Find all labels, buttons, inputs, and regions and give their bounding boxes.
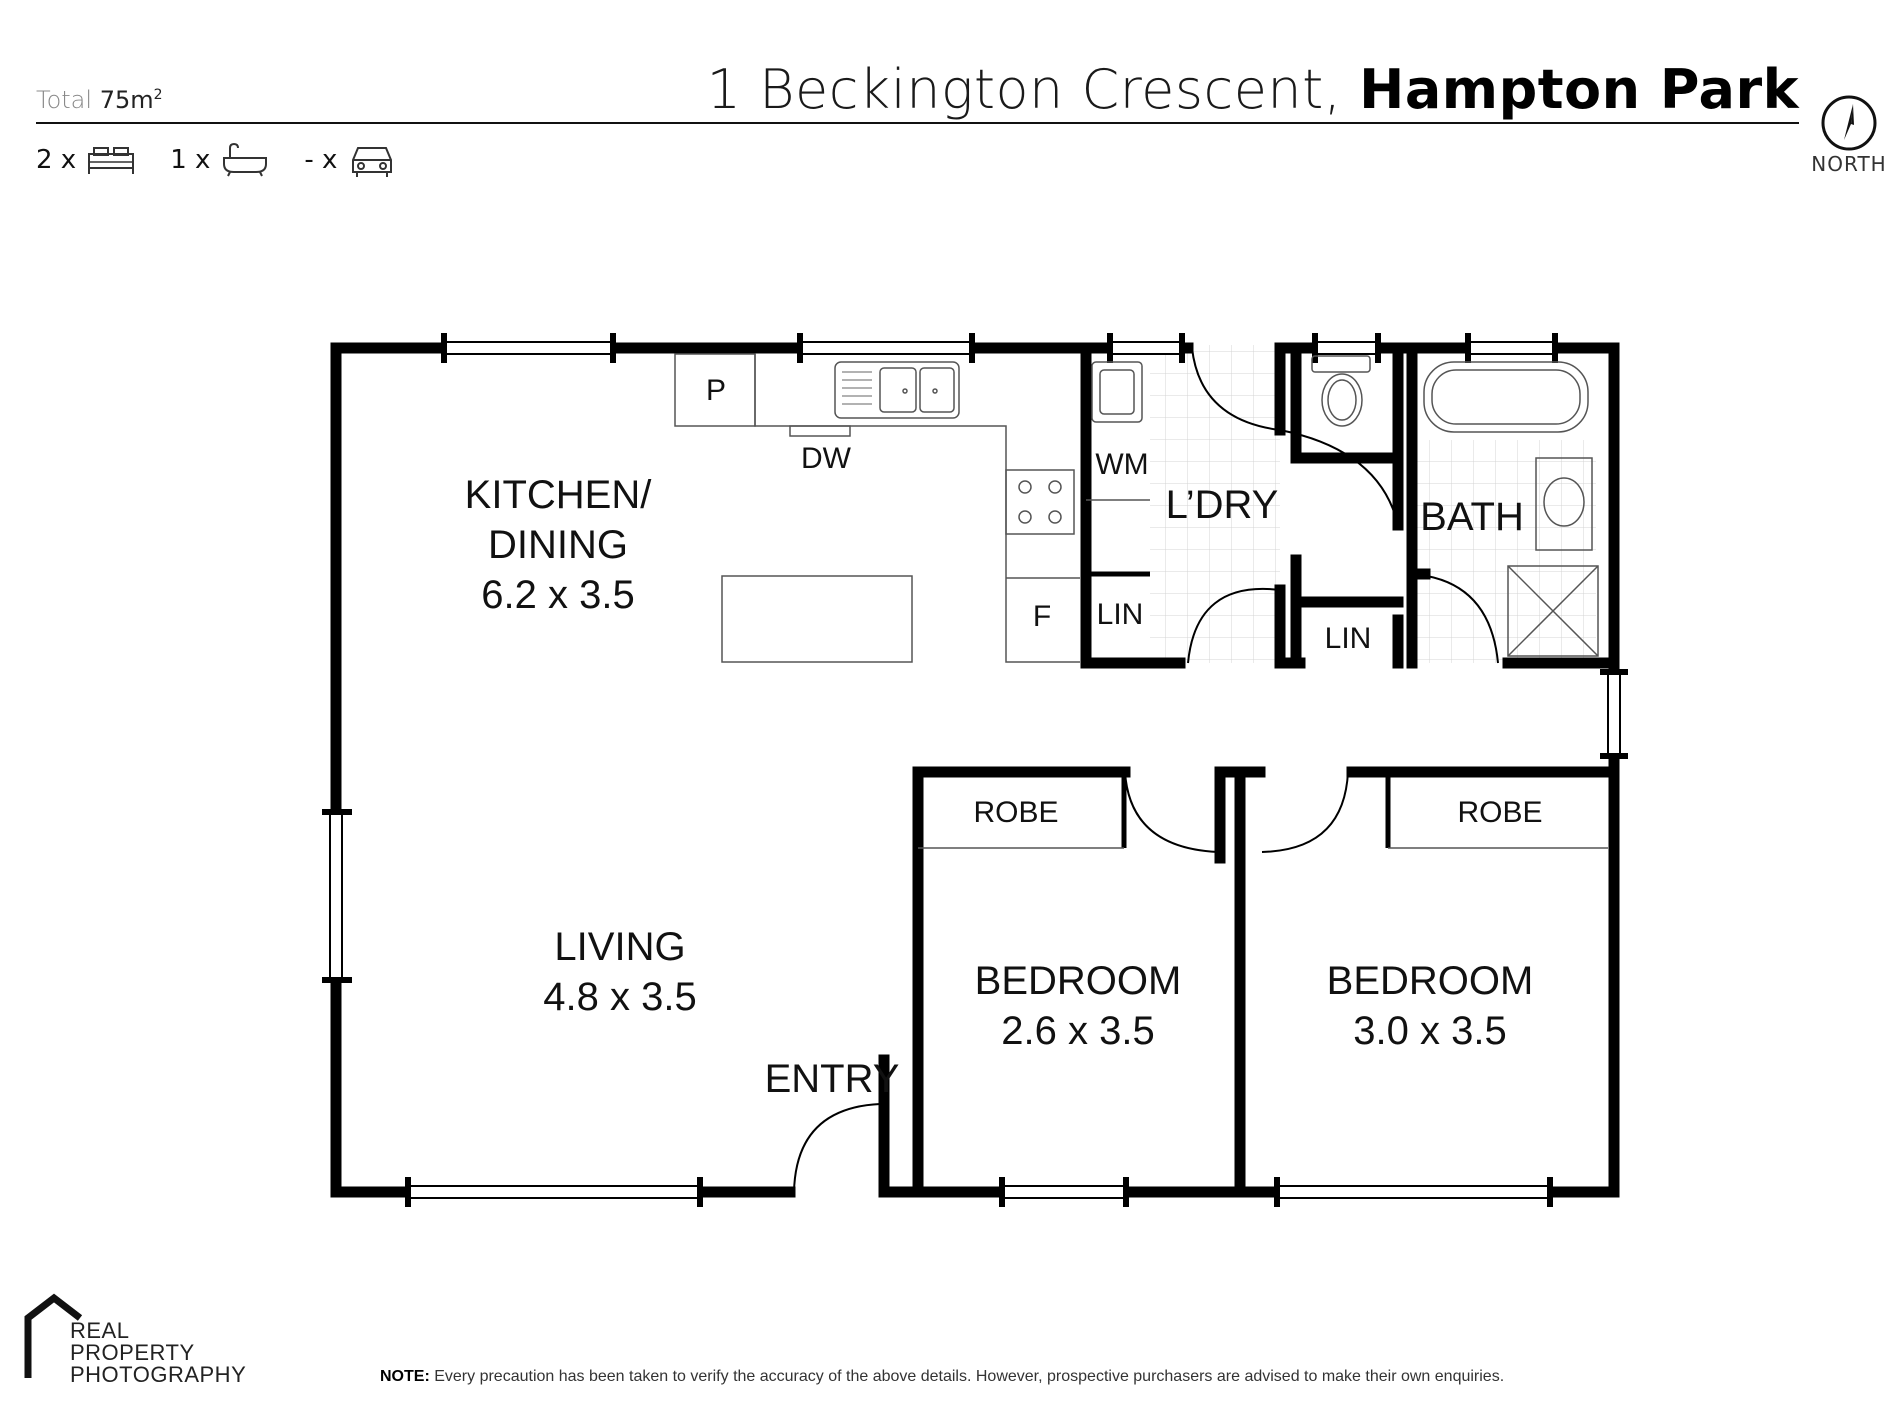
- vanity: [1535, 457, 1593, 551]
- robe2-label: ROBE: [1457, 796, 1542, 829]
- door-swings: [793, 347, 1499, 1193]
- total-label: Total: [36, 86, 93, 114]
- compass-icon: [1821, 95, 1877, 151]
- car-icon: [352, 147, 393, 177]
- kitchen-label-2: DINING: [488, 523, 628, 567]
- robe1-label: ROBE: [973, 796, 1058, 829]
- toilet-bowl: [1321, 373, 1363, 427]
- partition-walls: [1086, 571, 1391, 848]
- note-text: Every precaution has been taken to verif…: [429, 1368, 1505, 1385]
- laundry-floor-tiles: [1150, 345, 1280, 663]
- window-jambs: [322, 333, 1628, 1207]
- kitchen-fixtures: [674, 353, 1150, 663]
- bedroom2-label: BEDROOM: [1327, 959, 1534, 1003]
- dw-label: DW: [801, 442, 852, 475]
- north-label: NORTH: [1811, 152, 1887, 176]
- address-street: 1 Beckington Crescent,: [706, 58, 1342, 121]
- address-suburb: Hampton Park: [1359, 58, 1799, 121]
- feature-summary: 2 x 1 x - x: [36, 140, 421, 180]
- bath-label: BATH: [1420, 495, 1524, 539]
- bath-icon: [223, 142, 268, 177]
- dishwasher-marker: [789, 425, 851, 437]
- total-area: Total 75m2: [36, 86, 163, 114]
- fridge-label: F: [1033, 600, 1051, 633]
- bed-icon: [88, 147, 135, 174]
- lin-kitchen-label: LIN: [1097, 598, 1144, 631]
- pantry-label: P: [706, 374, 726, 407]
- kitchen-label-1: KITCHEN/: [465, 473, 653, 517]
- bathroom-fixtures: [1311, 355, 1599, 657]
- brand-name: REAL PROPERTY PHOTOGRAPHY: [70, 1318, 247, 1387]
- shower: [1507, 565, 1599, 657]
- header-divider: [36, 122, 1799, 124]
- kitchen-island: [721, 575, 913, 663]
- laundry-label: L’DRY: [1166, 483, 1279, 527]
- bedroom1-size: 2.6 x 3.5: [1001, 1009, 1154, 1053]
- disclaimer-note: NOTE: Every precaution has been taken to…: [380, 1368, 1504, 1386]
- note-label: NOTE:: [380, 1368, 430, 1385]
- kitchen-size: 6.2 x 3.5: [481, 573, 634, 617]
- brand-logo-icon: [24, 1293, 82, 1378]
- cooktop: [1005, 469, 1075, 535]
- walls: [330, 342, 1620, 1198]
- car-count: - x: [304, 145, 338, 175]
- living-label: LIVING: [554, 925, 685, 969]
- kitchen-sink: [834, 361, 960, 419]
- entry-label: ENTRY: [765, 1057, 900, 1101]
- lin-hall-label: LIN: [1325, 622, 1372, 655]
- laundry-tub: [1091, 361, 1143, 423]
- bathtub: [1423, 361, 1589, 433]
- bed-count: 2 x: [36, 145, 77, 175]
- bedroom2-size: 3.0 x 3.5: [1353, 1009, 1506, 1053]
- bath-count: 1 x: [170, 145, 211, 175]
- living-size: 4.8 x 3.5: [543, 975, 696, 1019]
- total-value: 75m2: [99, 86, 163, 114]
- bedroom1-label: BEDROOM: [975, 959, 1182, 1003]
- toilet-cistern: [1311, 355, 1371, 373]
- property-address: 1 Beckington Crescent, Hampton Park: [707, 58, 1799, 121]
- wm-label: WM: [1095, 448, 1148, 481]
- bath-floor-tiles: [1408, 440, 1596, 663]
